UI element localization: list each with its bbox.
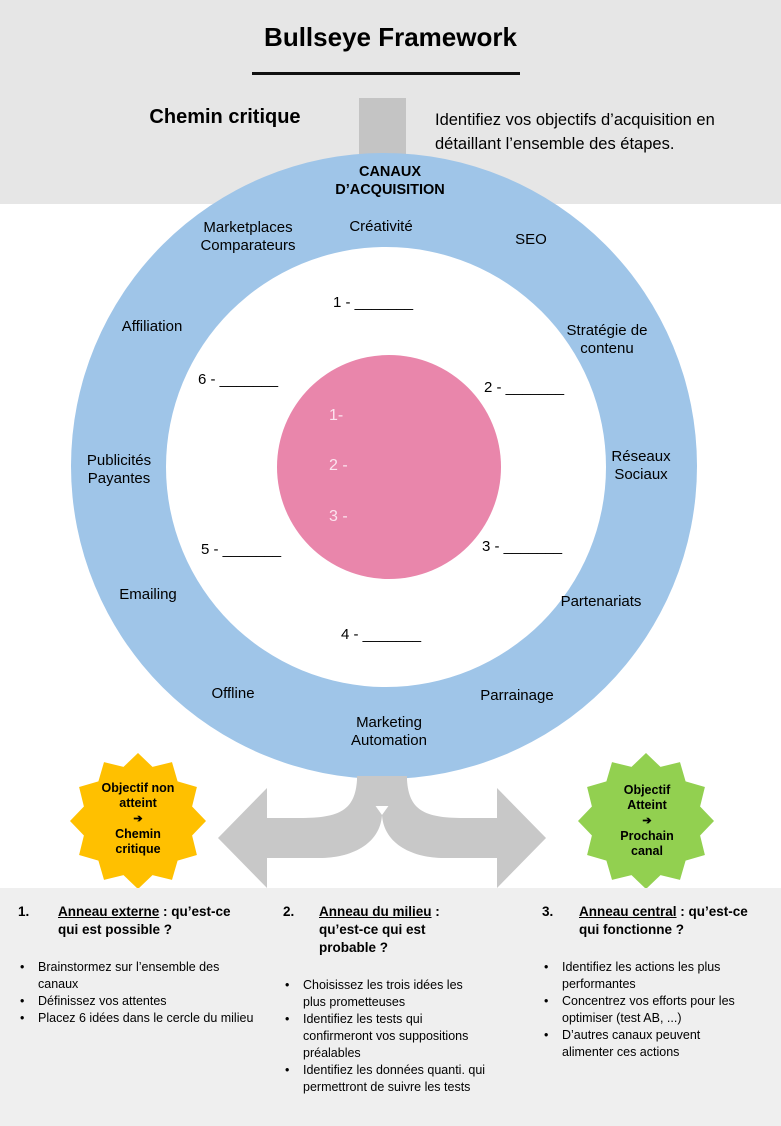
column-1-heading: Anneau externe : qu’est-ce qui est possi… [58,903,233,939]
column-2-heading: Anneau du milieu : qu’est-ce qui est pro… [319,903,459,957]
left-badge-line2: atteint [119,796,157,810]
instruction-column-3: 3. Anneau central : qu’est-ce qui foncti… [542,903,767,1061]
right-badge-line2: Atteint [627,798,667,812]
channels-title: CANAUX D’ACQUISITION [300,163,480,199]
left-badge: Objectif non atteint ➔ Chemin critique [83,781,193,857]
channel-marketplaces-line1: Marketplaces [203,219,293,236]
right-badge-line1: Objectif [623,783,671,797]
channel-partenariats: Partenariats [560,593,642,610]
column-1-number: 1. [18,904,30,919]
middle-slot-5: 5 - _______ [201,541,282,558]
channel-creativite: Créativité [349,218,413,235]
column-2-number: 2. [283,904,295,919]
list-item: Concentrez vos efforts pour les optimise… [542,993,742,1027]
channel-marketplaces: Marketplaces Comparateurs [173,219,323,255]
instruction-column-1: 1. Anneau externe : qu’est-ce qui est po… [18,903,256,1027]
column-1-bullets: Brainstormez sur l’ensemble des canaux D… [18,959,256,1027]
channels-title-line1: CANAUX [358,164,422,180]
page-title: Bullseye Framework [264,22,517,52]
left-badge-shape [70,753,206,889]
channel-reseaux: Réseaux Sociaux [566,448,716,484]
channel-marketing-line2: Automation [351,732,427,749]
column-2-heading-question: : qu’est-ce qui est probable ? [319,904,440,955]
channel-offline: Offline [211,685,255,702]
right-badge: Objectif Atteint ➔ Prochain canal [592,783,702,859]
center-circle [277,355,501,579]
column-3-bullets: Identifiez les actions les plus performa… [542,959,742,1061]
channel-strategie-line2: contenu [580,340,634,357]
list-item: D’autres canaux peuvent alimenter ces ac… [542,1027,742,1061]
instruction-column-2: 2. Anneau du milieu : qu’est-ce qui est … [283,903,513,1096]
right-badge-line3: Prochain [620,829,674,843]
column-3-heading: Anneau central : qu’est-ce qui fonctionn… [579,903,749,939]
center-slot-1: 1- [329,407,344,424]
channel-affiliation: Affiliation [121,318,183,335]
middle-slot-6: 6 - _______ [198,371,279,388]
channel-marketplaces-line2: Comparateurs [200,237,296,254]
list-item: Identifiez les tests qui confirmeront vo… [283,1011,488,1062]
column-2-heading-title: Anneau du milieu [319,904,432,919]
left-arrow [218,780,382,888]
column-3-heading-question: : qu’est-ce qui fonctionne ? [579,904,748,937]
list-item: Placez 6 idées dans le cercle du milieu [18,1010,256,1027]
list-item: Identifiez les actions les plus performa… [542,959,742,993]
right-badge-arrow-icon: ➔ [642,815,652,827]
channel-strategie-line1: Stratégie de [566,322,648,339]
channel-publicites-line1: Publicités [86,452,152,469]
list-item: Définissez vos attentes [18,993,256,1010]
column-3-number: 3. [542,904,554,919]
right-arrow [382,780,546,888]
middle-slot-1: 1 - _______ [333,294,414,311]
middle-slot-2: 2 - _______ [484,379,565,396]
column-3-heading-title: Anneau central [579,904,677,919]
title-underline [252,72,520,75]
channel-marketing-line1: Marketing [356,714,422,731]
channel-marketing-automation: Marketing Automation [314,714,464,750]
critical-path-label: Chemin critique [149,106,301,128]
channel-emailing: Emailing [119,586,177,603]
middle-slot-3: 3 - _______ [482,538,563,555]
left-badge-arrow-icon: ➔ [133,813,143,825]
list-item: Brainstormez sur l’ensemble des canaux [18,959,256,993]
right-badge-shape [578,753,714,889]
left-badge-line4: critique [115,842,161,856]
channel-seo: SEO [515,231,547,248]
center-slot-3: 3 - [329,508,348,525]
channel-strategie: Stratégie de contenu [532,322,682,358]
column-1-heading-question: : qu’est-ce qui est possible ? [58,904,231,937]
channel-parrainage: Parrainage [480,687,554,704]
middle-slot-4: 4 - _______ [341,626,422,643]
critical-path-description: Identifiez vos objectifs d’acquisition e… [435,111,715,153]
channels-title-line2: D’ACQUISITION [335,182,445,198]
list-item: Choisissez les trois idées les plus prom… [283,977,488,1011]
channel-publicites: Publicités Payantes [44,452,194,488]
list-item: Identifiez les données quanti. qui perme… [283,1062,488,1096]
column-2-bullets: Choisissez les trois idées les plus prom… [283,977,488,1096]
channel-reseaux-line2: Sociaux [614,466,668,483]
channel-reseaux-line1: Réseaux [611,448,671,465]
column-1-heading-title: Anneau externe [58,904,160,919]
right-badge-line4: canal [631,844,663,858]
center-slot-2: 2 - [329,457,348,474]
left-badge-line1: Objectif non [101,781,175,795]
channel-publicites-line2: Payantes [87,470,151,487]
left-badge-line3: Chemin [115,827,161,841]
